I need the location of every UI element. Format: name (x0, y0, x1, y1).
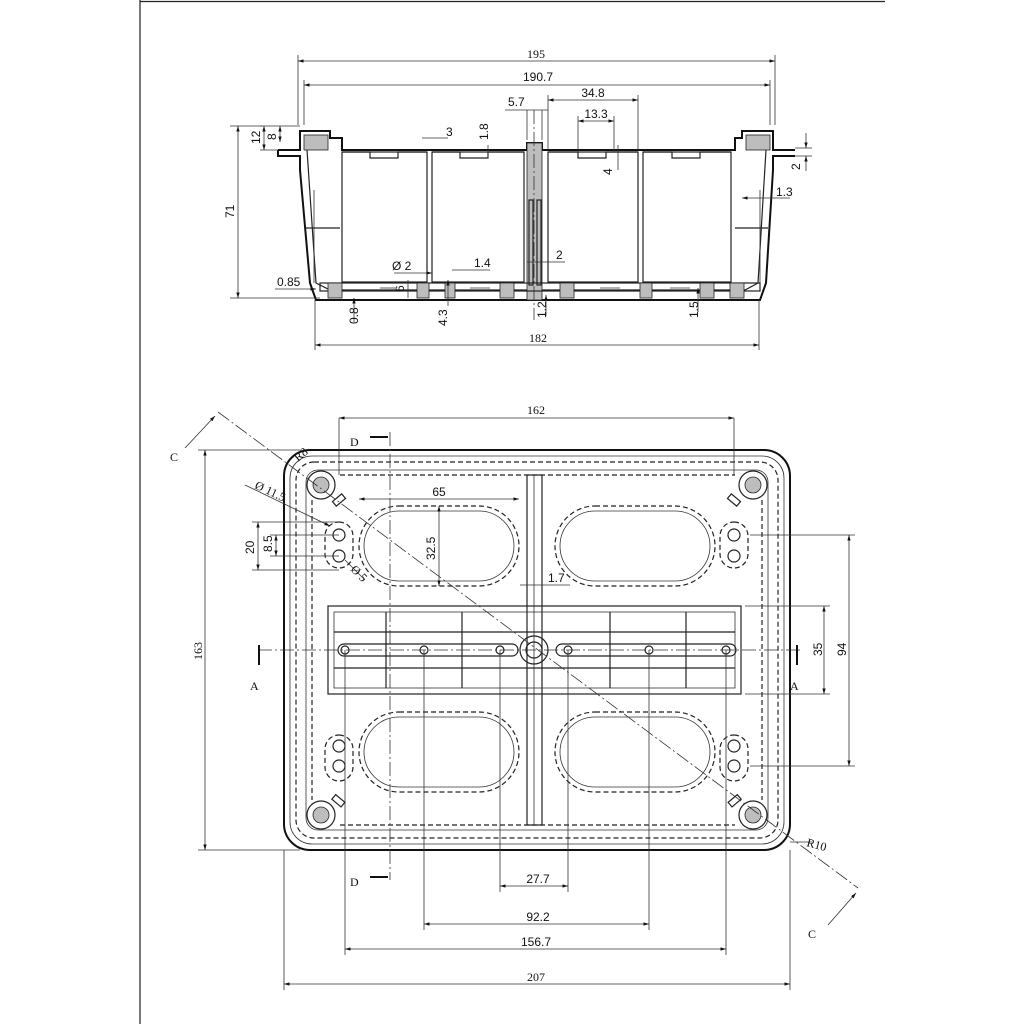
dim-1-3: 1.3 (776, 185, 793, 199)
dim-13-3: 13.3 (584, 107, 608, 121)
corner-bosses (306, 470, 768, 830)
section-line-c (217, 411, 859, 889)
section-view: 195 190.7 5.7 34.8 13.3 4 3 1.8 (223, 47, 812, 350)
dim-162: 162 (527, 403, 545, 417)
dim-94: 94 (835, 642, 849, 656)
base-ribs (319, 282, 761, 299)
dim-12: 12 (249, 130, 263, 144)
dim-3: 3 (446, 125, 453, 139)
dim-1-5: 1.5 (687, 301, 701, 318)
dim-71: 71 (223, 204, 237, 218)
dim-5-7: 5.7 (508, 95, 525, 109)
dim-dia-2: Ø 2 (392, 259, 412, 273)
dim-dia-11-5: Ø 11.5 (253, 478, 288, 504)
dim-4: 4 (601, 168, 615, 175)
dim-190-7: 190.7 (523, 70, 553, 84)
dim-207: 207 (527, 970, 545, 984)
marker-a-right: A (790, 679, 799, 693)
dim-2-mid: 2 (556, 248, 563, 262)
plan-dimensions: 162 163 Ø 11.5 R8 65 32.5 20 8.5 Ø 5 1.7 (191, 403, 855, 990)
dim-195: 195 (527, 47, 545, 61)
dim-1-2: 1.2 (535, 301, 549, 318)
dim-2-right: 2 (789, 163, 803, 170)
dim-dia-5: Ø 5 (348, 562, 370, 584)
dim-27-7: 27.7 (526, 872, 550, 886)
dim-8: 8 (265, 133, 279, 140)
drawing-frame (139, 0, 885, 1024)
dim-92-2: 92.2 (526, 910, 550, 924)
marker-c-bottom: C (808, 927, 816, 941)
dim-163: 163 (191, 642, 205, 660)
dim-r10: R10 (805, 835, 828, 854)
marker-a-left: A (250, 679, 259, 693)
dim-65: 65 (432, 485, 446, 499)
dim-r8: R8 (291, 445, 311, 465)
section-dimensions: 195 190.7 5.7 34.8 13.3 4 3 1.8 (223, 47, 812, 350)
dim-182: 182 (529, 331, 547, 345)
dim-4-3: 4.3 (436, 309, 450, 326)
plan-view: C C D D A A 162 163 Ø 11.5 R8 65 (170, 403, 859, 990)
dim-0-8: 0.8 (347, 307, 361, 324)
dim-34-8: 34.8 (581, 86, 605, 100)
dim-156-7: 156.7 (521, 935, 551, 949)
dim-6: 6 (393, 285, 407, 292)
dim-0-85: 0.85 (277, 275, 301, 289)
dim-1-8: 1.8 (477, 123, 491, 140)
dim-35: 35 (811, 642, 825, 656)
marker-c-top: C (170, 450, 178, 464)
marker-d-bottom: D (350, 875, 359, 889)
dim-20: 20 (243, 540, 257, 554)
dim-1-4: 1.4 (474, 256, 491, 270)
mounting-holes (324, 492, 749, 808)
dim-32-5: 32.5 (424, 536, 438, 560)
dim-1-7: 1.7 (548, 571, 565, 585)
dim-8-5: 8.5 (261, 535, 275, 552)
marker-d-top: D (350, 435, 359, 449)
